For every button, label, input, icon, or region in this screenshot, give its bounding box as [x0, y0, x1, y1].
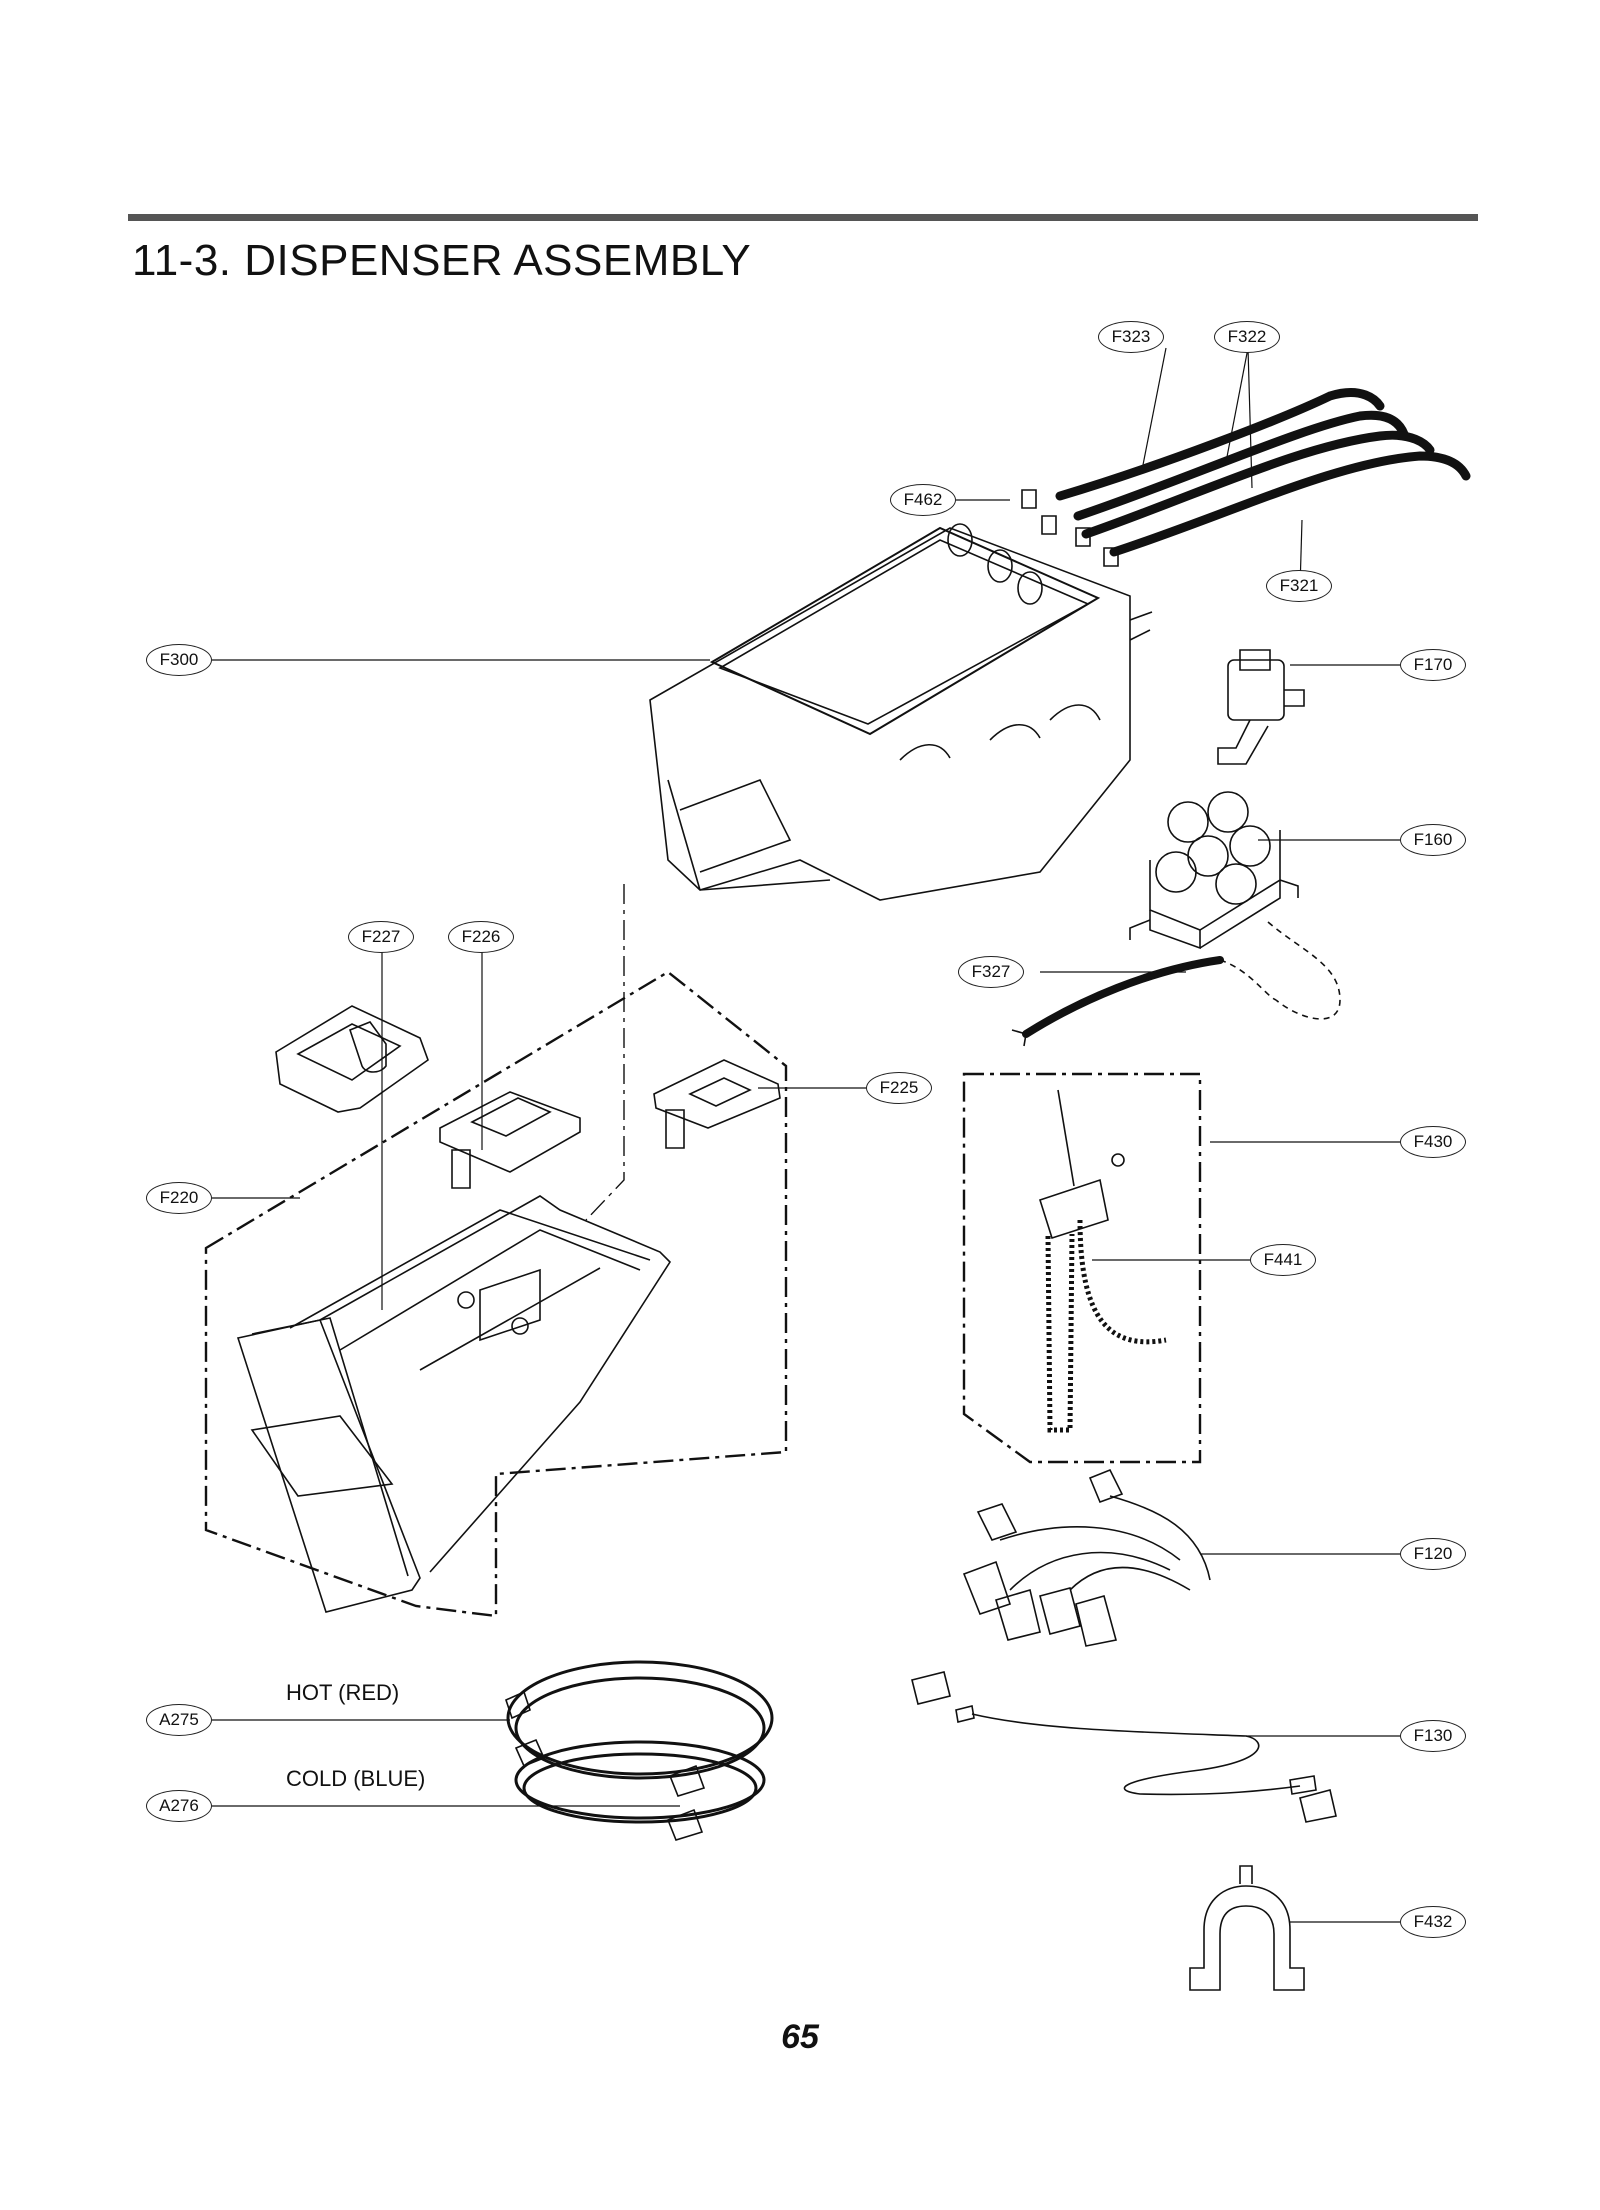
- drawer-enclosure: [206, 884, 786, 1616]
- cold-hose-note: COLD (BLUE): [286, 1766, 426, 1791]
- callout-F322: F322: [1214, 321, 1280, 353]
- callout-F300: F300: [146, 644, 212, 676]
- dispenser-housing: [650, 524, 1152, 900]
- siphon-lever-a: [440, 1092, 580, 1188]
- bellows-tube: [1012, 960, 1276, 1046]
- page-title: 11-3. DISPENSER ASSEMBLY: [132, 236, 752, 285]
- wire-harness-pcb: [912, 1672, 1336, 1822]
- callout-F430: F430: [1400, 1126, 1466, 1158]
- callout-F160: F160: [1400, 824, 1466, 856]
- callout-F225: F225: [866, 1072, 932, 1104]
- callout-A276: A276: [146, 1790, 212, 1822]
- callout-F462: F462: [890, 484, 956, 516]
- hose-guide-clip: [1190, 1866, 1304, 1990]
- single-water-valve: [1218, 650, 1304, 764]
- hose-clamps: [1022, 490, 1118, 566]
- callout-F321: F321: [1266, 570, 1332, 602]
- leader-lines: [212, 348, 1400, 1922]
- callout-F323: F323: [1098, 321, 1164, 353]
- wire-harness-main: [964, 1470, 1210, 1646]
- drain-enclosure: [964, 1074, 1200, 1462]
- siphon-cap: [276, 1006, 428, 1112]
- detergent-drawer: [238, 1196, 670, 1612]
- siphon-lever-b: [654, 1060, 780, 1148]
- callout-F170: F170: [1400, 649, 1466, 681]
- callout-F120: F120: [1400, 1538, 1466, 1570]
- callout-F227: F227: [348, 921, 414, 953]
- callout-F327: F327: [958, 956, 1024, 988]
- callout-F432: F432: [1400, 1906, 1466, 1938]
- callout-F130: F130: [1400, 1720, 1466, 1752]
- water-hoses: [1060, 393, 1466, 553]
- hot-hose-note: HOT (RED): [286, 1680, 400, 1705]
- callout-F226: F226: [448, 921, 514, 953]
- drain-hose: [1040, 1090, 1166, 1430]
- callout-F220: F220: [146, 1182, 212, 1214]
- header-rule: [128, 214, 1478, 221]
- callout-F441: F441: [1250, 1244, 1316, 1276]
- callout-A275: A275: [146, 1704, 212, 1736]
- multi-water-valve: [1130, 792, 1340, 1019]
- inlet-hoses: [506, 1662, 772, 1840]
- page-number: 65: [781, 2018, 819, 2056]
